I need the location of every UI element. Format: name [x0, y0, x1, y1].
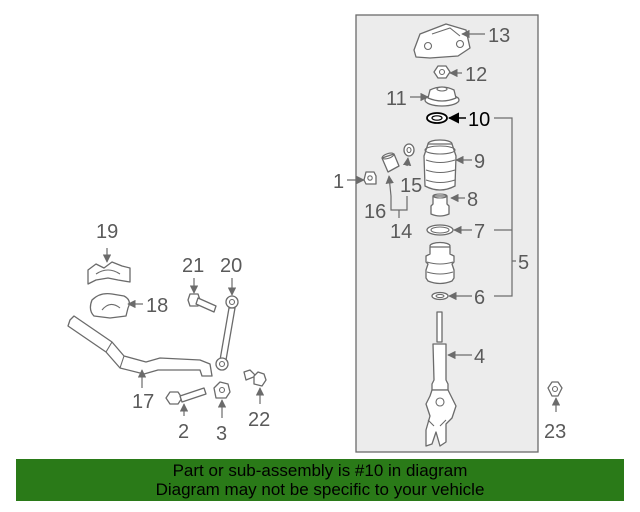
callout-3: 3 — [216, 423, 227, 445]
banner-line-disclaimer: Diagram may not be specific to your vehi… — [155, 480, 485, 499]
callout-8: 8 — [467, 189, 478, 211]
callout-15: 15 — [400, 175, 422, 197]
callout-22: 22 — [248, 409, 270, 431]
callout-6: 6 — [474, 287, 485, 309]
callout-9: 9 — [474, 151, 485, 173]
part-10-ring[interactable] — [426, 112, 448, 124]
part-12-nut[interactable] — [433, 65, 451, 79]
part-9-air-spring[interactable] — [423, 139, 457, 191]
callout-5: 5 — [518, 252, 529, 274]
callout-10: 10 — [468, 109, 490, 131]
callout-2: 2 — [178, 421, 189, 443]
callout-20: 20 — [220, 255, 242, 277]
part-6-washer[interactable] — [431, 291, 449, 301]
part-19-stabilizer-clamp[interactable] — [87, 261, 131, 285]
callout-18: 18 — [146, 295, 168, 317]
part-1-valve[interactable] — [363, 171, 377, 185]
part-5-dust-boot[interactable] — [425, 241, 455, 285]
part-17-stabilizer-bar[interactable] — [67, 315, 213, 377]
part-3-nut[interactable] — [213, 381, 231, 399]
callout-12: 12 — [465, 64, 487, 86]
part-21-bolt[interactable] — [187, 293, 217, 313]
leader-lines — [102, 29, 561, 418]
info-banner: Part or sub-assembly is #10 in diagram D… — [16, 459, 624, 501]
part-18-stabilizer-bushing[interactable] — [89, 292, 130, 319]
part-11-strut-mount[interactable] — [424, 86, 460, 107]
part-15-seal[interactable] — [403, 143, 415, 157]
part-16-sleeve[interactable] — [381, 152, 400, 173]
parts-diagram: 13 12 11 10 9 8 7 5 6 4 1 15 16 14 19 18… — [67, 14, 566, 453]
part-4-strut[interactable] — [425, 311, 457, 447]
callout-19: 19 — [96, 221, 118, 243]
part-20-stabilizer-link[interactable] — [215, 295, 239, 371]
part-7-spring-seat[interactable] — [426, 224, 454, 236]
callout-13: 13 — [488, 25, 510, 47]
part-22-bolt[interactable] — [243, 369, 267, 387]
callout-16: 16 — [364, 201, 386, 223]
callout-1: 1 — [333, 171, 344, 193]
callout-21: 21 — [182, 255, 204, 277]
callout-7: 7 — [474, 221, 485, 243]
part-2-bolt[interactable] — [165, 387, 207, 405]
part-13-upper-mount-bracket[interactable] — [413, 23, 471, 59]
banner-line-part: Part or sub-assembly is #10 in diagram — [172, 461, 468, 480]
callout-17: 17 — [132, 391, 154, 413]
callout-14: 14 — [390, 221, 412, 243]
part-8-bump-stop[interactable] — [430, 193, 450, 217]
callout-4: 4 — [474, 346, 485, 368]
callout-11: 11 — [386, 88, 407, 110]
part-23-nut[interactable] — [547, 381, 563, 397]
callout-23: 23 — [544, 421, 566, 443]
